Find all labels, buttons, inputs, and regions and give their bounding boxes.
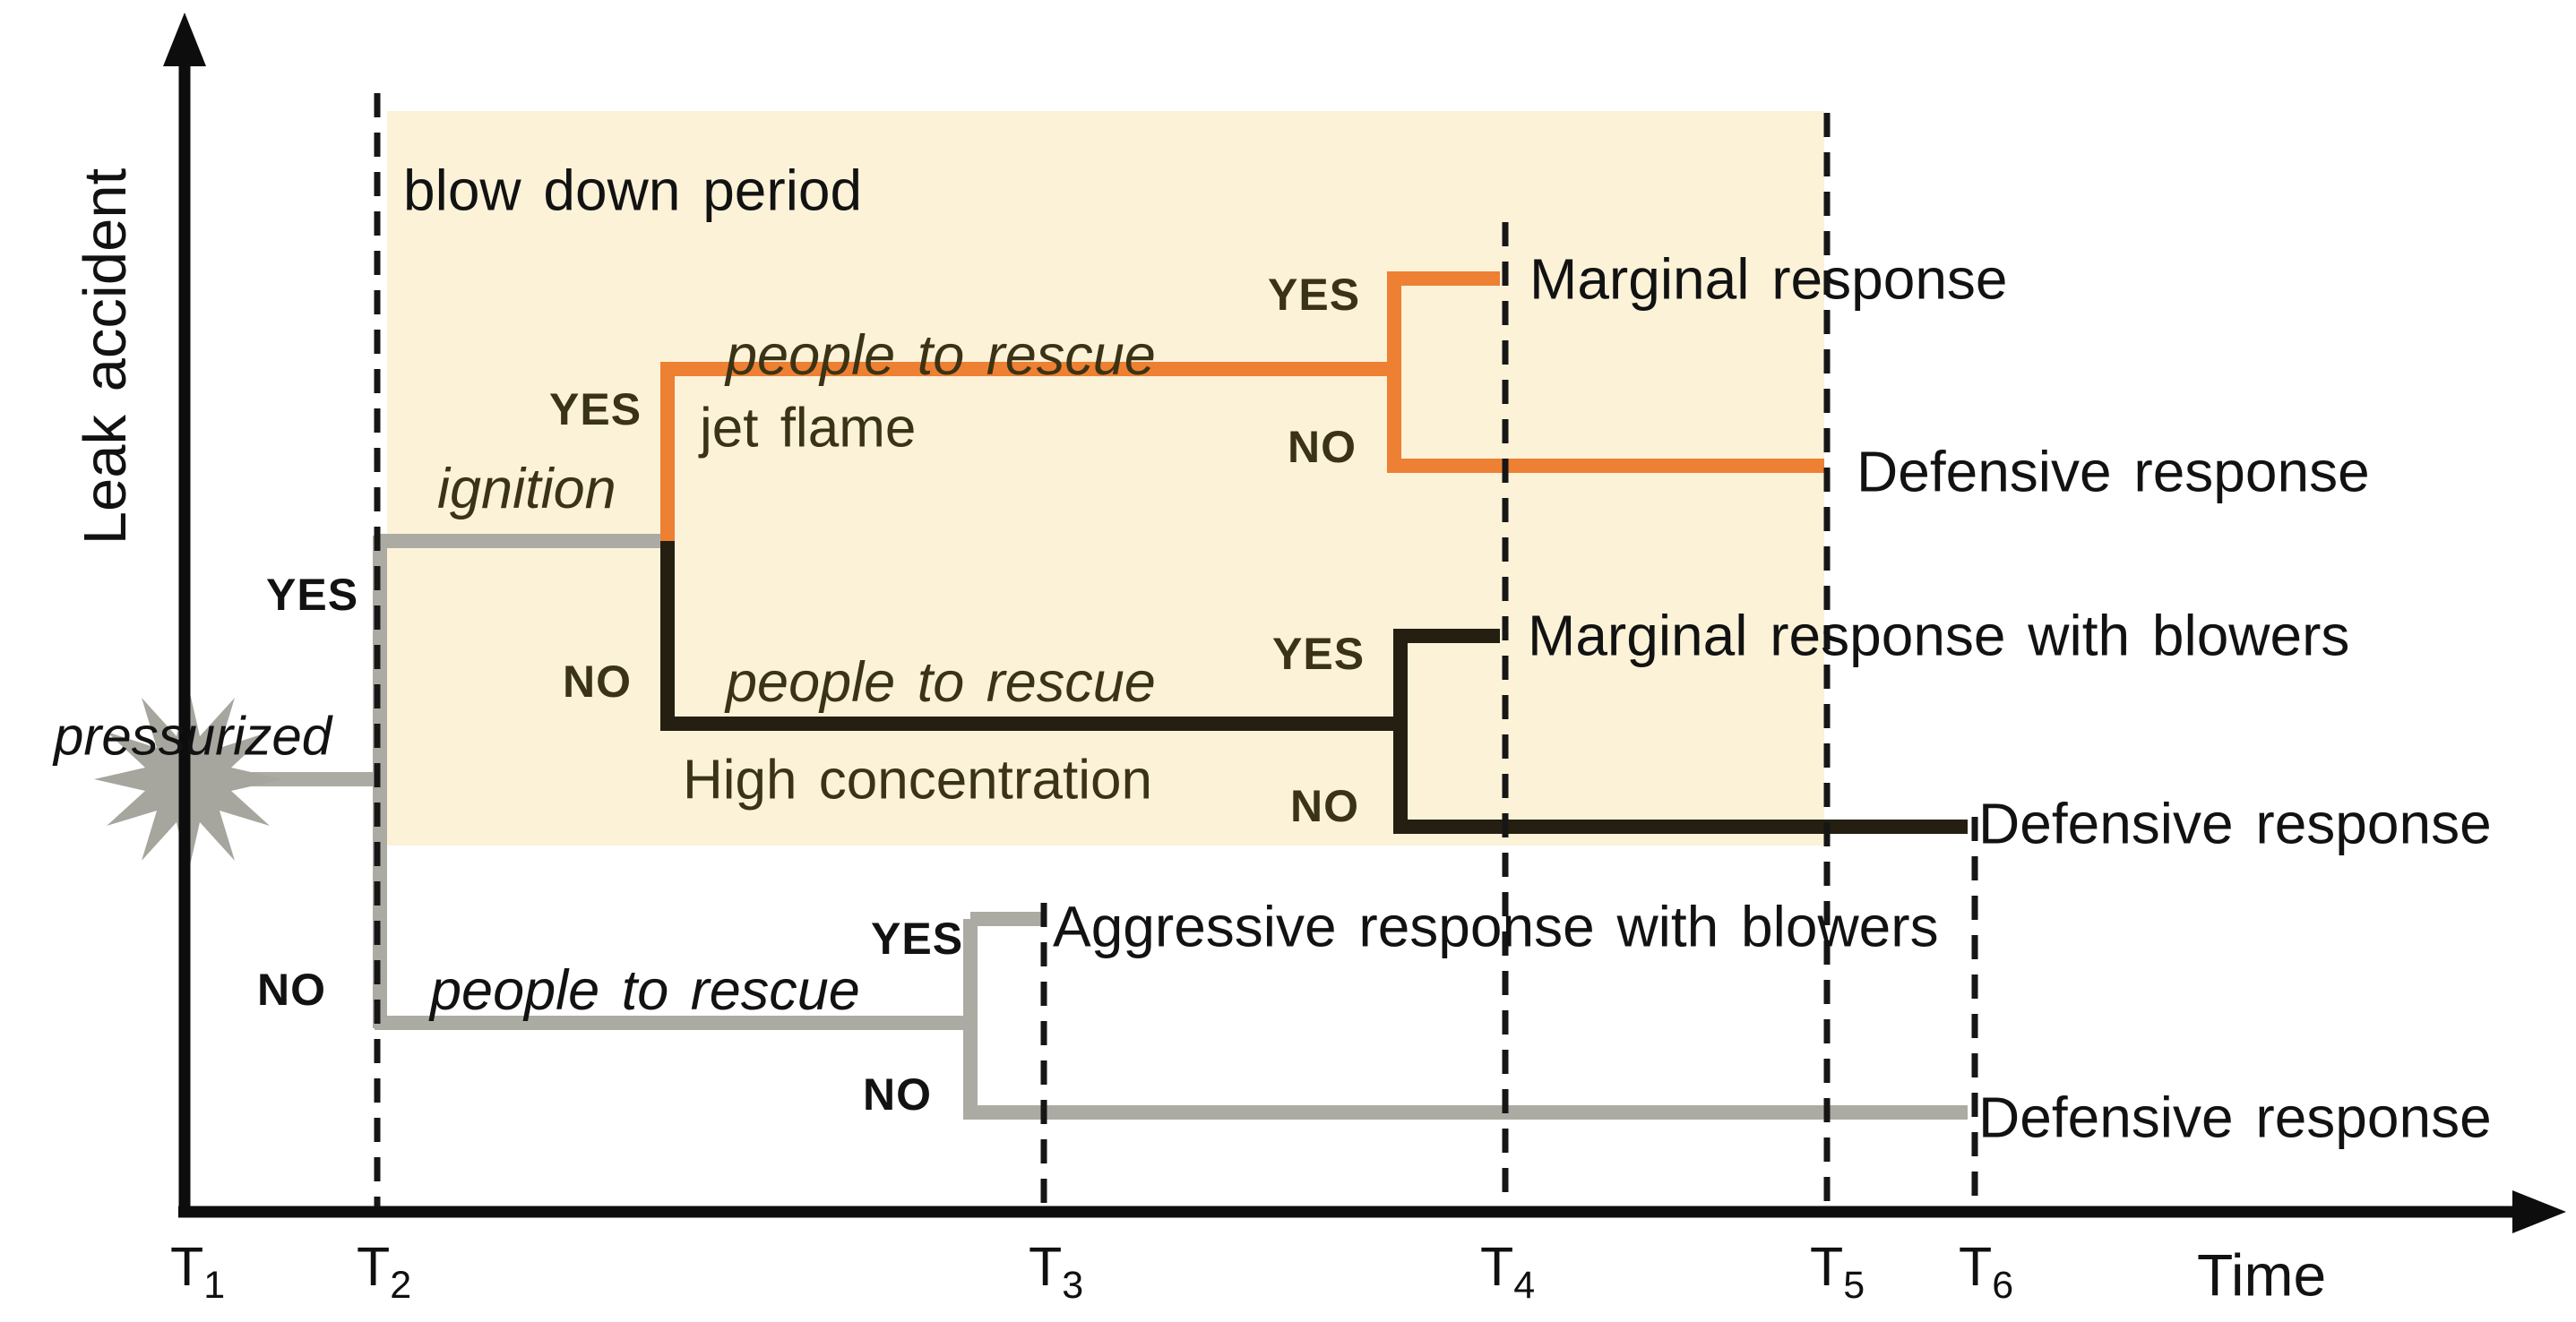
outcome-marginal-response-blowers: Marginal response with blowers — [1528, 603, 2350, 668]
jet-flame-line — [660, 362, 1394, 541]
tick-t1-base: T — [170, 1235, 204, 1297]
jet-flame-branch-lines — [660, 271, 1824, 541]
tick-t5-sub: 5 — [1843, 1263, 1865, 1307]
people-noignition-no-label: NO — [863, 1069, 932, 1120]
high-concentration-label: High concentration — [683, 749, 1152, 811]
tick-t4: T4 — [1480, 1238, 1535, 1306]
ignition-yes-label: YES — [549, 383, 642, 434]
tick-t2: T2 — [357, 1238, 411, 1306]
people-to-rescue-jet-label: people to rescue — [726, 323, 1156, 387]
people-to-rescue-high-label: people to rescue — [726, 650, 1156, 714]
people-noignition-yes-label: YES — [871, 913, 964, 964]
tick-t6-base: T — [1959, 1235, 1993, 1297]
outcome-defensive-response-black: Defensive response — [1978, 791, 2492, 856]
outcome-aggressive-response-blowers: Aggressive response with blowers — [1053, 894, 1939, 959]
ignition-label: ignition — [437, 457, 616, 520]
tick-t4-sub: 4 — [1513, 1263, 1536, 1307]
time-dashed-lines — [374, 93, 1978, 1212]
jet-flame-label: jet flame — [700, 397, 917, 459]
tick-t3-base: T — [1029, 1235, 1063, 1297]
outcome-defensive-response-gray: Defensive response — [1978, 1085, 2492, 1150]
tick-t1: T1 — [170, 1238, 225, 1306]
x-axis-label: Time — [2197, 1241, 2327, 1309]
tick-t6-sub: 6 — [1992, 1263, 2014, 1307]
tick-t2-sub: 2 — [390, 1263, 412, 1307]
people-high-no-label: NO — [1290, 780, 1359, 831]
blow-down-period-label: blow down period — [403, 158, 863, 223]
high-concentration-branch-lines — [660, 541, 1968, 834]
ignition-no-label: NO — [563, 656, 632, 707]
tick-t5: T5 — [1810, 1238, 1865, 1306]
axes — [163, 13, 2566, 1233]
outcome-defensive-response-orange: Defensive response — [1857, 439, 2370, 504]
x-axis-arrow-icon — [2512, 1190, 2566, 1233]
tick-t5-base: T — [1810, 1235, 1844, 1297]
y-axis-arrow-icon — [163, 13, 206, 66]
people-jet-no-label: NO — [1288, 421, 1357, 472]
people-jet-yes-label: YES — [1268, 269, 1361, 320]
people-high-yes-label: YES — [1272, 628, 1366, 679]
pressurized-label: pressurized — [54, 706, 332, 767]
pressurized-yes-label: YES — [266, 569, 359, 620]
high-split-and-defensive-line — [1393, 629, 1968, 834]
tick-t6: T6 — [1959, 1238, 2013, 1306]
high-concentration-line — [660, 541, 1400, 731]
y-axis-label: Leak accident — [71, 167, 139, 545]
tick-t3-sub: 3 — [1062, 1263, 1084, 1307]
pressurized-no-label: NO — [257, 964, 326, 1015]
tick-t2-base: T — [357, 1235, 391, 1297]
jet-split-and-defensive-line — [1387, 271, 1824, 473]
tick-t1-sub: 1 — [203, 1263, 226, 1307]
people-to-rescue-noignition-label: people to rescue — [430, 958, 860, 1022]
tick-t3: T3 — [1029, 1238, 1083, 1306]
outcome-marginal-response: Marginal response — [1529, 246, 2008, 312]
tick-t4-base: T — [1480, 1235, 1514, 1297]
